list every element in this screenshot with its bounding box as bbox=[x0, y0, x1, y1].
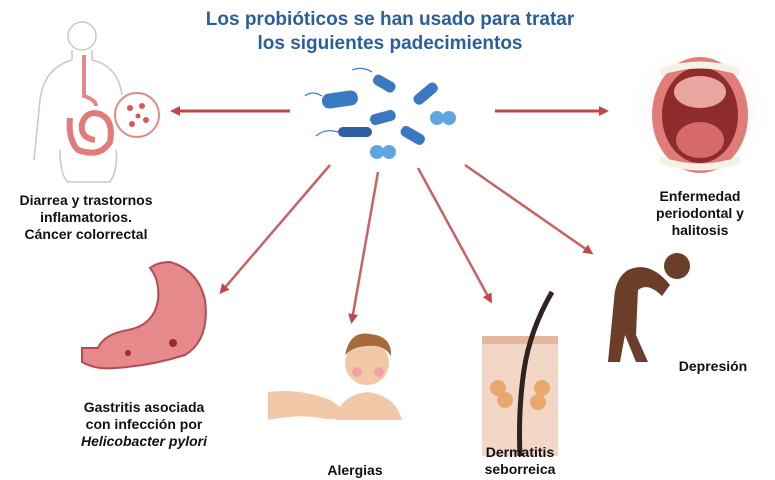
bacteria-cluster-icon bbox=[304, 67, 456, 159]
label-depression-line-1: Depresión bbox=[678, 358, 748, 374]
stomach-icon bbox=[81, 260, 207, 370]
label-intestinal-line-3: Cáncer colorrectal bbox=[24, 226, 148, 242]
skin-follicle-icon bbox=[482, 290, 558, 457]
label-gastric-italic: Helicobacter pylori bbox=[80, 433, 208, 449]
label-oral: Enfermedad periodontal y halitosis bbox=[638, 188, 762, 239]
label-intestinal: Diarrea y trastornos inflamatorios. Cánc… bbox=[6, 192, 166, 243]
label-intestinal-line-2: inflamatorios. bbox=[40, 209, 132, 225]
arrow-to-allergy bbox=[348, 171, 380, 324]
arrows bbox=[170, 106, 609, 324]
title-line-2: los siguientes padecimientos bbox=[257, 33, 523, 54]
arrow-to-gastric bbox=[219, 164, 331, 295]
label-allergy: Alergias bbox=[305, 462, 405, 479]
label-gastric-line-3: Helicobacter pylori bbox=[64, 433, 224, 450]
arrow-to-depression bbox=[464, 163, 594, 255]
depressed-person-icon bbox=[608, 253, 690, 362]
allergic-person-icon bbox=[268, 333, 402, 420]
arrow-to-skin bbox=[416, 167, 492, 304]
label-depression: Depresión bbox=[668, 358, 758, 375]
label-gastric-line-1: Gastritis asociada bbox=[83, 399, 205, 415]
label-gastric: Gastritis asociada con infección por Hel… bbox=[64, 399, 224, 450]
label-intestinal-line-1: Diarrea y trastornos bbox=[19, 192, 153, 208]
label-skin-line-1: Dermatitis bbox=[485, 444, 555, 460]
label-oral-line-2: periodontal y bbox=[656, 205, 744, 221]
label-oral-line-3: halitosis bbox=[671, 222, 729, 238]
diagram-title: Los probióticos se han usado para tratar… bbox=[150, 8, 630, 56]
open-mouth-icon bbox=[628, 40, 772, 180]
label-skin-line-2: seborreica bbox=[484, 461, 556, 477]
label-allergy-line-1: Alergias bbox=[327, 462, 383, 478]
title-line-1: Los probióticos se han usado para tratar bbox=[205, 9, 575, 30]
human-torso-intestine-icon bbox=[33, 21, 160, 183]
label-gastric-line-2: con infección por bbox=[85, 416, 203, 432]
label-oral-line-1: Enfermedad bbox=[659, 188, 741, 204]
label-skin: Dermatitis seborreica bbox=[466, 444, 574, 478]
